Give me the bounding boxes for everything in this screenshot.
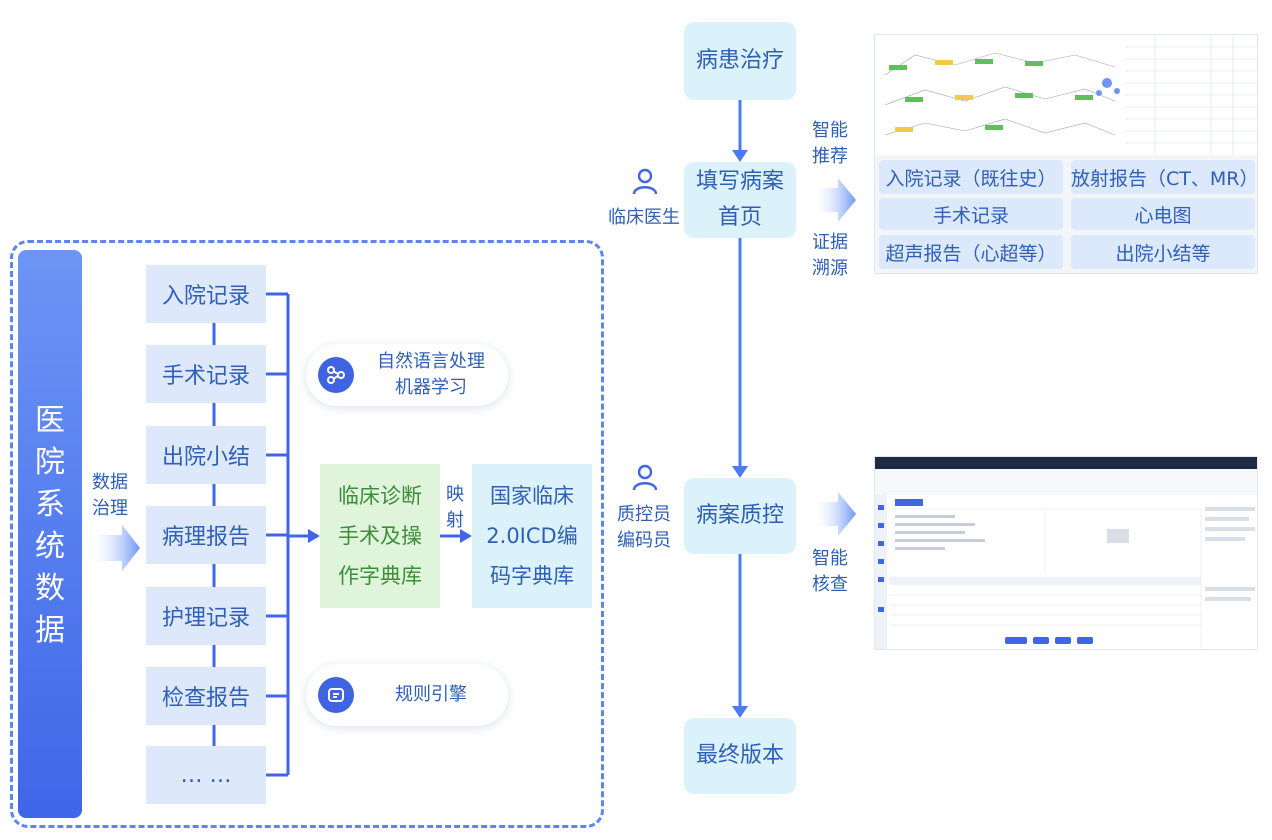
data-governance-label: 数据治理 [92, 472, 128, 519]
node-quality-control: 病案质控 [684, 478, 796, 554]
smart-check-label: 智能核查 [812, 548, 848, 595]
clinical-diagnosis-dictionary: 临床诊断手术及操作字典库 [320, 464, 440, 608]
source-pathology-report: 病理报告 [146, 506, 266, 564]
hospital-system-data-bar: 医院系统数据 [18, 250, 82, 818]
nlp-ml-text: 自然语言处理机器学习 [377, 351, 485, 398]
rule-engine-pill: 规则引擎 [306, 664, 508, 726]
recommend-screenshot [874, 34, 1258, 274]
evidence-tag-discharge: 出院小结等 [1071, 235, 1255, 269]
governance-arrow [88, 525, 140, 571]
qc-system-thumbnail [875, 457, 1257, 649]
user-icon [630, 462, 660, 496]
recommend-arrow [812, 178, 856, 222]
source-nursing-record: 护理记录 [146, 587, 266, 645]
evidence-trace-label: 证据溯源 [812, 232, 848, 279]
evidence-tag-ultrasound: 超声报告（心超等） [879, 235, 1063, 269]
rules-engine-icon [318, 677, 354, 713]
smart-recommend-label: 智能推荐 [812, 120, 848, 167]
source-admission-record: 入院记录 [146, 265, 266, 323]
check-arrow [812, 492, 856, 536]
hospital-data-frame [10, 240, 604, 828]
evidence-tag-admission: 入院记录（既往史） [879, 160, 1063, 194]
evidence-tag-ecg: 心电图 [1071, 198, 1255, 230]
source-exam-report: 检查报告 [146, 667, 266, 725]
nlp-ml-pill: 自然语言处理机器学习 [306, 344, 508, 406]
node-final-version: 最终版本 [684, 718, 796, 794]
hospital-system-data-label: 医院系统数据 [35, 403, 65, 648]
knowledge-graph-thumbnail [875, 35, 1257, 155]
role-clinical-doctor: 临床医生 [608, 207, 680, 228]
node-patient-treatment: 病患治疗 [684, 22, 796, 100]
evidence-tag-radiology: 放射报告（CT、MR） [1071, 160, 1258, 194]
source-surgery-record: 手术记录 [146, 345, 266, 403]
user-icon [630, 166, 660, 200]
role-qc-coder: 质控员编码员 [617, 504, 671, 551]
mapping-label: 映射 [446, 484, 464, 531]
source-discharge-summary: 出院小结 [146, 426, 266, 484]
source-more: … … [146, 746, 266, 804]
node-fill-homepage: 填写病案首页 [684, 162, 796, 238]
evidence-tag-surgery: 手术记录 [879, 198, 1063, 230]
graph-nodes-icon [318, 357, 354, 393]
rule-engine-text: 规则引擎 [395, 684, 467, 705]
qc-system-screenshot [874, 456, 1258, 650]
